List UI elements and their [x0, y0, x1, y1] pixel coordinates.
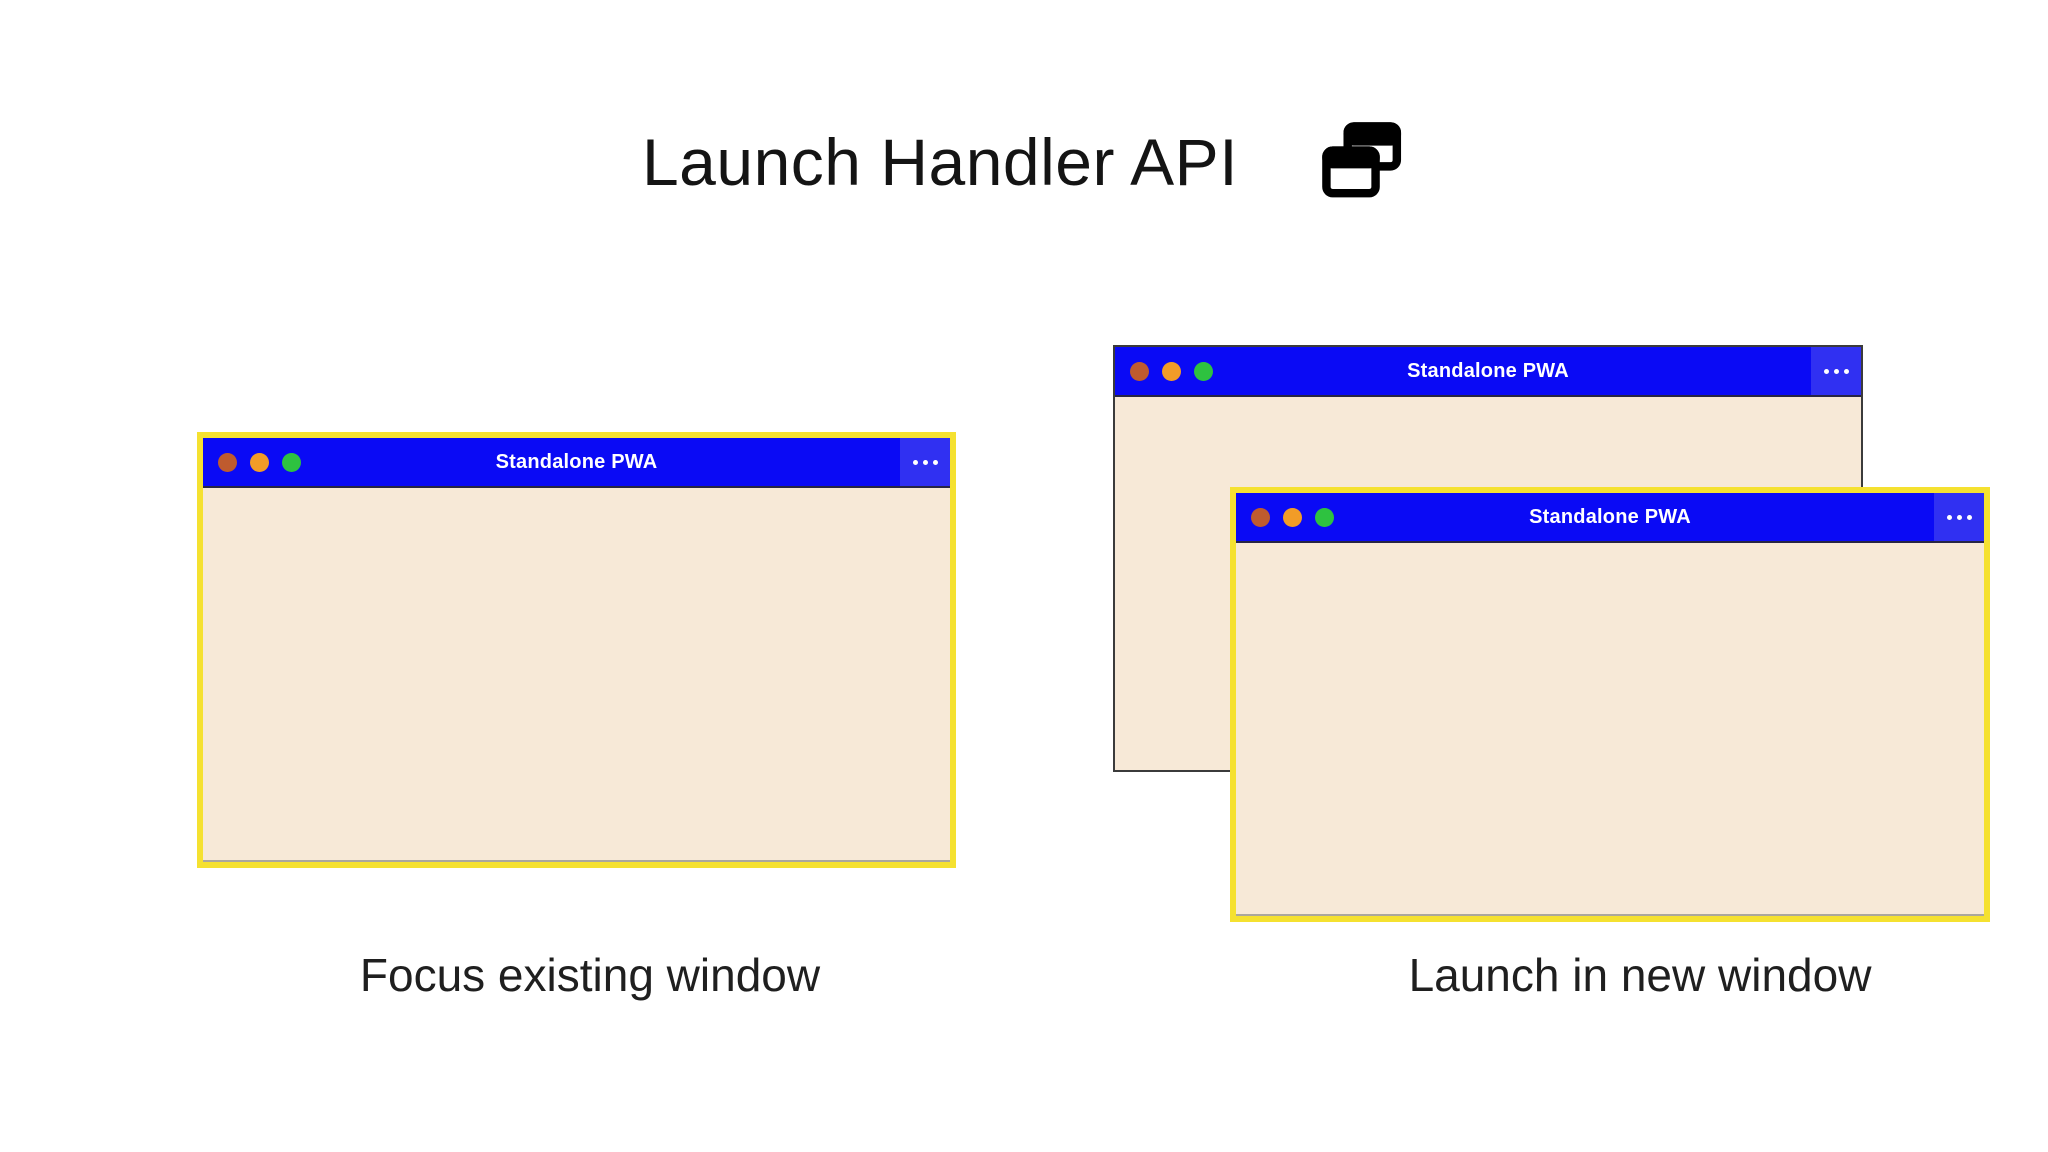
minimize-button[interactable] [250, 452, 269, 472]
window-titlebar[interactable]: Standalone PWA [1115, 347, 1861, 397]
ellipsis-menu-icon[interactable] [900, 438, 950, 486]
pwa-window-existing: Standalone PWA [197, 432, 956, 868]
minimize-button[interactable] [1162, 361, 1181, 381]
page-title: Launch Handler API [641, 124, 1239, 199]
ellipsis-menu-icon[interactable] [1934, 493, 1984, 541]
window-content [1236, 543, 1984, 916]
ellipsis-menu-icon[interactable] [1811, 347, 1861, 395]
close-button[interactable] [1130, 361, 1149, 381]
traffic-lights [203, 452, 301, 472]
window-title: Standalone PWA [1407, 359, 1569, 382]
window-title: Standalone PWA [1529, 505, 1691, 528]
maximize-button[interactable] [282, 452, 301, 472]
window-titlebar[interactable]: Standalone PWA [1236, 493, 1984, 543]
window-content [203, 488, 950, 862]
overlapping-windows-icon [1318, 118, 1406, 206]
pwa-window-new: Standalone PWA [1230, 487, 1990, 922]
traffic-lights [1236, 507, 1334, 527]
minimize-button[interactable] [1283, 507, 1302, 527]
window-titlebar[interactable]: Standalone PWA [203, 438, 950, 488]
caption-focus-existing: Focus existing window [359, 949, 821, 1001]
maximize-button[interactable] [1315, 507, 1334, 527]
header: Launch Handler API [0, 118, 2048, 206]
close-button[interactable] [1251, 507, 1270, 527]
caption-launch-new: Launch in new window [1408, 949, 1872, 1001]
traffic-lights [1115, 361, 1213, 381]
close-button[interactable] [218, 452, 237, 472]
maximize-button[interactable] [1194, 361, 1213, 381]
window-title: Standalone PWA [495, 450, 658, 473]
